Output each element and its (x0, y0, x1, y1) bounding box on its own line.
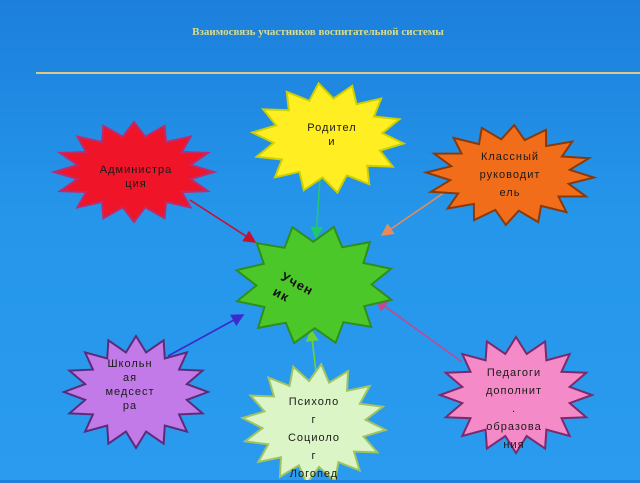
node-label-line: ния (503, 439, 525, 451)
node-label-line: Социоло (287, 432, 341, 444)
node-label-line: руководит (479, 169, 541, 181)
star-shape-psychologist (239, 362, 389, 480)
arrow-extra-teachers-to-student (374, 299, 463, 363)
node-label-line: Администра (99, 164, 173, 176)
node-label-line: г (311, 450, 317, 462)
node-label-line: ая (122, 372, 138, 384)
node-label-extra-teachers: Педагоги дополнит. образова ния (459, 364, 569, 454)
star-shape-student (234, 225, 394, 345)
node-label-line: . (511, 403, 517, 415)
node-label-line: Педагоги (486, 367, 542, 379)
arrow-psychologist-to-student (305, 328, 319, 373)
arrow-class-teacher-to-student (380, 189, 449, 236)
node-label-line: г (311, 414, 317, 426)
title-divider (36, 72, 640, 74)
node-label-line: медсест (105, 386, 155, 398)
node-label-line: ра (122, 400, 138, 412)
star-shape-nurse (61, 334, 211, 450)
star-shape-extra-teachers (437, 335, 595, 455)
node-label-class-teacher: Классный руководит ель (455, 148, 565, 202)
node-label-parents: Родител и (277, 121, 387, 149)
node-label-line: Родител (307, 122, 357, 134)
node-label-administration: Администра ция (81, 163, 191, 191)
node-label-line: Классный (480, 151, 540, 163)
star-shape-class-teacher (422, 123, 598, 227)
node-label-line: Психоло (288, 396, 340, 408)
node-label-line: образова (486, 421, 542, 433)
node-label-line: и (328, 136, 336, 148)
star-shape-administration (50, 120, 218, 224)
diagram-title: Взаимосвязь участников воспитательной си… (192, 26, 444, 38)
node-label-line: Логопед (289, 468, 339, 480)
node-label-line: ель (499, 187, 521, 199)
arrow-administration-to-student (189, 199, 257, 243)
node-label-line: ция (125, 178, 147, 190)
star-shape-parents (249, 81, 407, 195)
node-label-line: Школьн (107, 358, 153, 370)
node-label-nurse: Школьн ая медсест ра (75, 357, 185, 413)
arrow-parents-to-student (310, 177, 324, 240)
arrow-nurse-to-student (167, 314, 245, 357)
node-label-line: дополнит (485, 385, 543, 397)
